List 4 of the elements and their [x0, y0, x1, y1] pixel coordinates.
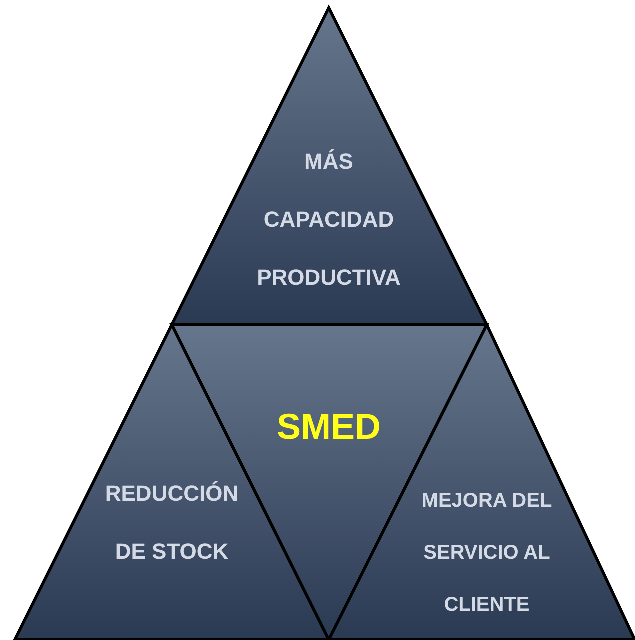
triangle-label: SMED: [276, 405, 382, 449]
triangle-label: REDUCCIÓN DE STOCK: [104, 480, 240, 566]
triangle-label: MEJORA DEL SERVICIO AL CLIENTE: [420, 489, 554, 618]
triangle-label: MÁS CAPACIDAD PRODUCTIVA: [256, 148, 402, 292]
